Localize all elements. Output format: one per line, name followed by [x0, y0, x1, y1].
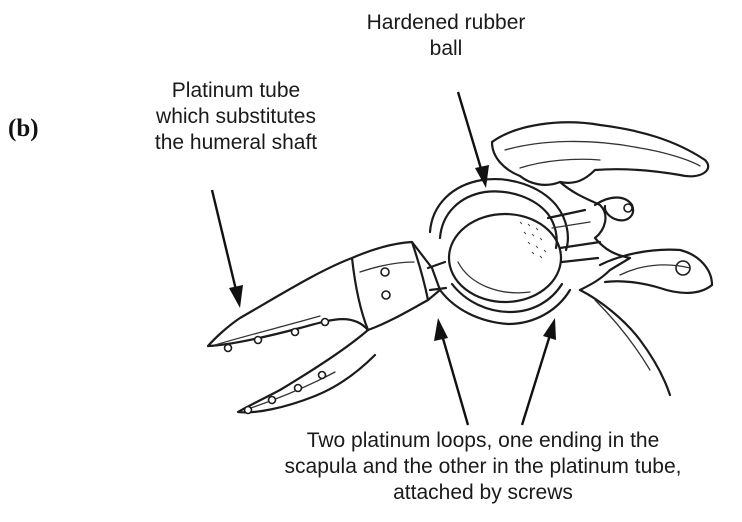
screw-hole	[225, 345, 232, 352]
platinum-tube	[352, 242, 428, 330]
label-line: Platinum tube	[118, 78, 354, 104]
label-platinum-tube: Platinum tube which substitutes the hume…	[118, 78, 354, 156]
label-line: ball	[318, 36, 574, 62]
label-line: scapula and the other in the platinum tu…	[228, 454, 738, 480]
arrow-loop-left	[434, 318, 468, 425]
screw-hole	[624, 204, 632, 212]
scapula-body	[580, 250, 712, 395]
loop-ring-lower	[440, 290, 570, 324]
arrow-loop-right	[522, 318, 556, 425]
label-line: Hardened rubber	[318, 10, 574, 36]
arrow-ball	[458, 92, 489, 188]
label-rubber-ball: Hardened rubber ball	[318, 10, 574, 62]
arrow-tube	[212, 190, 243, 308]
scapula-outline	[492, 122, 708, 185]
label-line: which substitutes	[118, 104, 354, 130]
label-line: Two platinum loops, one ending in the	[228, 428, 738, 454]
label-platinum-loops: Two platinum loops, one ending in the sc…	[228, 428, 738, 506]
rubber-ball	[449, 214, 561, 302]
label-line: the humeral shaft	[118, 130, 354, 156]
label-line: attached by screws	[228, 480, 738, 506]
panel-label: (b)	[8, 115, 39, 143]
